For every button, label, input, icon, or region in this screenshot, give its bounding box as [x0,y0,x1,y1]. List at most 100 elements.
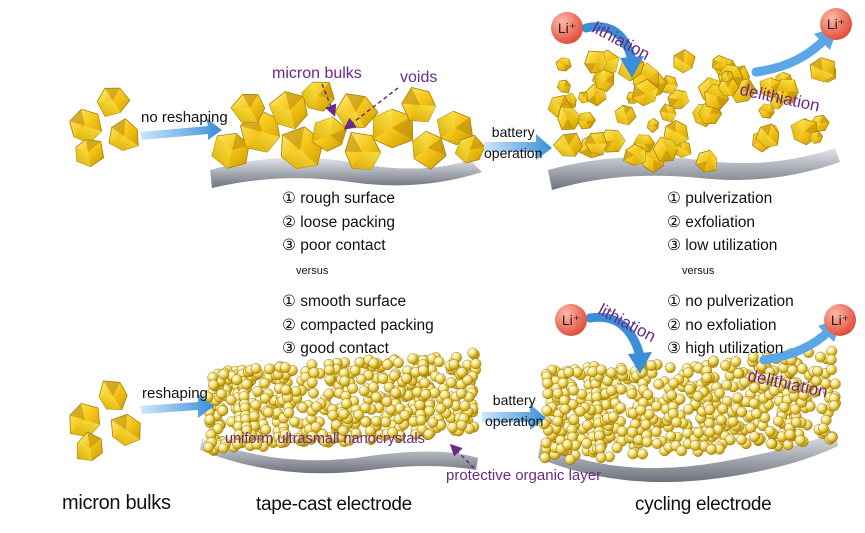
nanocrystal-sphere [682,367,694,379]
crystal-facet [594,69,606,88]
crystal-facet-shadow [587,94,597,106]
nanocrystal-sphere [541,405,553,417]
nanocrystal-sphere [684,383,695,395]
nanocrystal-sphere [665,430,677,442]
nanocrystal-sphere [415,414,427,426]
nanocrystal-sphere [784,429,796,441]
nanocrystal-sphere [327,409,339,421]
battery-operation-line-2: operation [485,413,544,429]
crystal-facet [560,106,582,119]
crystal-facet-shadow [741,78,757,92]
protective-layer-label: protective organic layer [446,467,602,484]
crystal-facet [75,147,91,167]
nanocrystal-sphere [640,419,652,431]
arrow-reshaping [140,394,214,418]
crystal-facet-shadow [330,128,347,145]
nanocrystal-sphere [641,436,653,448]
nanocrystal-sphere [826,364,837,376]
crystal-facet [578,112,590,122]
nanocrystal-sphere [794,435,806,446]
arrow-lithiation-top [581,22,644,78]
nanocrystal-sphere [606,385,617,397]
nanocrystal-sphere [470,358,482,370]
nanocrystal-sphere [790,403,801,415]
nanocrystal-sphere [434,373,446,385]
voids-label: voids [400,69,438,86]
crystal-facet [269,104,295,129]
crystal-facet [698,103,710,124]
nanocrystal-sphere [717,403,729,415]
crystal-facet [776,79,795,92]
nanocrystal-sphere [751,408,762,420]
nanocrystal-sphere [626,388,638,400]
crystal-facet-shadow [69,109,85,126]
nanocrystal-sphere [337,425,349,437]
nanocrystal-sphere [559,403,571,415]
crystal-facet-shadow [653,122,659,129]
crystal-facet [721,74,729,82]
nanocrystal-sphere [616,425,628,437]
nanocrystal-sphere [360,416,371,428]
nanocrystal-sphere [607,411,619,423]
nanocrystal-sphere [456,366,468,378]
nanocrystal-sphere [595,452,607,464]
nanocrystal-sphere [768,385,780,397]
nanocrystal-sphere [433,356,445,368]
nanocrystal-sphere [380,416,392,428]
battery-operation-label-top: battery operation [484,124,542,162]
crystal-facet [578,97,588,104]
nanocrystal-sphere [635,404,647,416]
nanocrystal-sphere [651,400,663,412]
nanocrystal-sphere [217,405,228,417]
nanocrystal-sphere [250,399,262,411]
cycling-issue-list: ① pulverization ② exfoliation ③ low util… [667,187,777,258]
crystal-facet-shadow [111,118,126,136]
nanocrystal-sphere [338,408,350,420]
crystal-facet [564,93,577,101]
crystal-facet-shadow [605,73,614,85]
no-reshaping-label: no reshaping [141,109,228,126]
nanocrystal-sphere [616,364,628,376]
crystal-facet-shadow [585,120,596,128]
nanocrystal-sphere [251,438,263,450]
nanocrystal-sphere [429,387,440,399]
nanocrystal-sphere [829,378,841,390]
nanocrystal-sphere [798,389,810,401]
nanocrystal-sphere [447,422,459,433]
crystal-facet-shadow [712,59,720,68]
li-ion-top-left: Li⁺ [551,12,583,44]
crystal-facet [612,130,626,152]
nanocrystal-sphere [668,377,680,389]
battery-operation-label-bottom: battery operation [485,392,543,430]
crystal-facet [373,109,392,139]
nanocrystal-sphere [417,364,429,376]
crystal-facet-shadow [653,159,664,173]
crystal-facet [73,126,102,144]
issue-item-1: ① rough surface [282,190,395,207]
nanocrystal-sphere [420,388,432,400]
crystal-facet-shadow [786,91,799,104]
crystal-facet-shadow [346,93,366,112]
nanocrystal-sphere [259,392,271,404]
crystal-facet [311,117,333,142]
crystal-facet [662,84,678,94]
crystal-facet [758,103,772,112]
pointer-micron-bulks [321,83,337,117]
crystal-facet [633,149,646,166]
crystal-facet [811,70,835,82]
issue-item-3: ③ poor contact [282,237,386,254]
nanocrystal-sphere [323,364,335,376]
crystal-facet [673,62,692,73]
crystal-facet-shadow [561,118,575,130]
crystal-facet [301,82,318,108]
nanocrystal-sphere [730,356,742,368]
nanocrystal-sphere [727,416,739,428]
crystal-facet-shadow [563,64,572,71]
improvement-item-1: ① smooth surface [282,293,407,310]
arrow-battery-operation-bottom [482,404,546,430]
battery-operation-line-1: battery [492,392,536,408]
nanocrystal-sphere [381,359,393,371]
crystal-facet [596,51,607,73]
nanocrystal-sphere [826,432,838,443]
